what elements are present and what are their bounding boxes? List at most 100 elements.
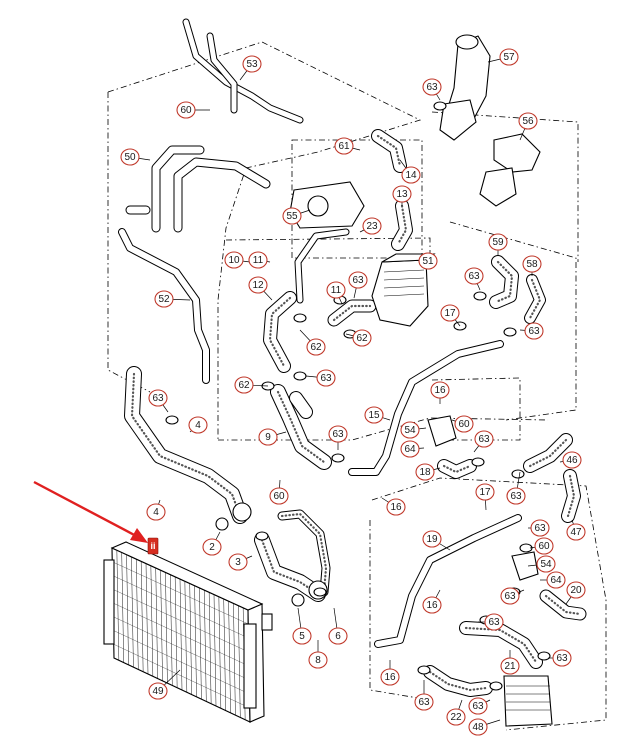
part-callout-62[interactable]: 62 [352,329,372,347]
part-callout-63[interactable]: 63 [414,693,434,711]
callout-number: 16 [390,502,402,513]
callout-number: 54 [540,559,552,570]
part-callout-51[interactable]: 51 [418,252,438,270]
callout-number: 57 [503,52,515,63]
part-callout-11[interactable]: 11 [248,251,268,269]
callout-ring [546,571,566,589]
part-callout-17[interactable]: 17 [475,483,495,501]
callout-number: 60 [273,491,285,502]
part-callout-2[interactable]: 2 [202,538,222,556]
part-callout-63[interactable]: 63 [464,267,484,285]
part-callout-17[interactable]: 17 [440,304,460,322]
callout-number: 62 [238,380,250,391]
part-callout-21[interactable]: 21 [500,657,520,675]
callout-number: 63 [528,326,540,337]
part-callout-63[interactable]: 63 [500,587,520,605]
part-callout-22[interactable]: 22 [446,708,466,726]
part-callout-23[interactable]: 23 [362,217,382,235]
part-callout-58[interactable]: 58 [522,255,542,273]
part-callout-63[interactable]: 63 [316,369,336,387]
part-callout-4[interactable]: 4 [188,416,208,434]
callout-number: 62 [310,342,322,353]
callout-number: 18 [419,467,431,478]
part-callout-53[interactable]: 53 [242,55,262,73]
part-callout-4[interactable]: 4 [146,503,166,521]
part-callout-63[interactable]: 63 [474,430,494,448]
callout-ring [248,276,268,294]
part-callout-14[interactable]: 14 [401,166,421,184]
part-callout-62[interactable]: 62 [234,376,254,394]
part-callout-16[interactable]: 16 [422,596,442,614]
part-callout-46[interactable]: 46 [562,451,582,469]
callout-ring [328,425,348,443]
part-callout-3[interactable]: 3 [228,553,248,571]
callout-ring [468,697,488,715]
part-callout-48[interactable]: 48 [468,718,488,736]
part-callout-63[interactable]: 63 [506,487,526,505]
part-callout-5[interactable]: 5 [292,627,312,645]
part-callout-62[interactable]: 62 [306,338,326,356]
callout-ring [269,487,289,505]
part-callout-63[interactable]: 63 [530,519,550,537]
part-callout-63[interactable]: 63 [348,271,368,289]
selected-part-marker[interactable]: ii [147,537,159,555]
part-callout-47[interactable]: 47 [566,523,586,541]
part-callout-61[interactable]: 61 [334,137,354,155]
part-callout-15[interactable]: 15 [364,406,384,424]
part-callout-6[interactable]: 6 [328,627,348,645]
callout-ring [224,251,244,269]
part-callout-63[interactable]: 63 [484,613,504,631]
callout-ring [228,553,248,571]
callout-ring [316,369,336,387]
part-callout-16[interactable]: 16 [430,381,450,399]
callout-number: 63 [426,82,438,93]
callout-ring [148,389,168,407]
part-callout-63[interactable]: 63 [148,389,168,407]
part-callout-50[interactable]: 50 [120,148,140,166]
part-callout-55[interactable]: 55 [282,207,302,225]
part-callout-8[interactable]: 8 [308,651,328,669]
part-callout-64[interactable]: 64 [546,571,566,589]
part-callout-13[interactable]: 13 [392,185,412,203]
part-callout-9[interactable]: 9 [258,428,278,446]
callout-number: 46 [566,455,578,466]
callout-ring [188,416,208,434]
part-callout-49[interactable]: 49 [148,682,168,700]
part-callout-63[interactable]: 63 [468,697,488,715]
part-callout-60[interactable]: 60 [269,487,289,505]
part-callout-56[interactable]: 56 [518,112,538,130]
callout-ring [518,112,538,130]
part-callout-57[interactable]: 57 [499,48,519,66]
callout-ring [258,428,278,446]
callout-ring [530,519,550,537]
callout-ring [352,329,372,347]
part-callout-20[interactable]: 20 [566,581,586,599]
callout-ring [536,555,556,573]
part-callout-63[interactable]: 63 [552,649,572,667]
callout-number: 63 [418,697,430,708]
part-callout-63[interactable]: 63 [524,322,544,340]
part-callout-60[interactable]: 60 [176,101,196,119]
callout-number: 10 [228,255,240,266]
frame-right [449,221,577,421]
part-callout-60[interactable]: 60 [534,537,554,555]
part-callout-11[interactable]: 11 [326,281,346,299]
callout-number: 4 [195,420,201,431]
callout-number: 63 [478,434,490,445]
part-callout-12[interactable]: 12 [248,276,268,294]
part-callout-19[interactable]: 19 [422,530,442,548]
part-callout-52[interactable]: 52 [154,290,174,308]
part-callout-63[interactable]: 63 [328,425,348,443]
part-callout-54[interactable]: 54 [536,555,556,573]
callout-number: 2 [209,542,215,553]
part-callout-54[interactable]: 54 [400,421,420,439]
part-callout-16[interactable]: 16 [386,498,406,516]
part-callout-18[interactable]: 18 [415,463,435,481]
part-callout-59[interactable]: 59 [488,233,508,251]
part-callout-64[interactable]: 64 [400,440,420,458]
part-callout-16[interactable]: 16 [380,668,400,686]
part-callout-10[interactable]: 10 [224,251,244,269]
part-callout-63[interactable]: 63 [422,78,442,96]
part-callout-60[interactable]: 60 [454,415,474,433]
callout-ring [348,271,368,289]
